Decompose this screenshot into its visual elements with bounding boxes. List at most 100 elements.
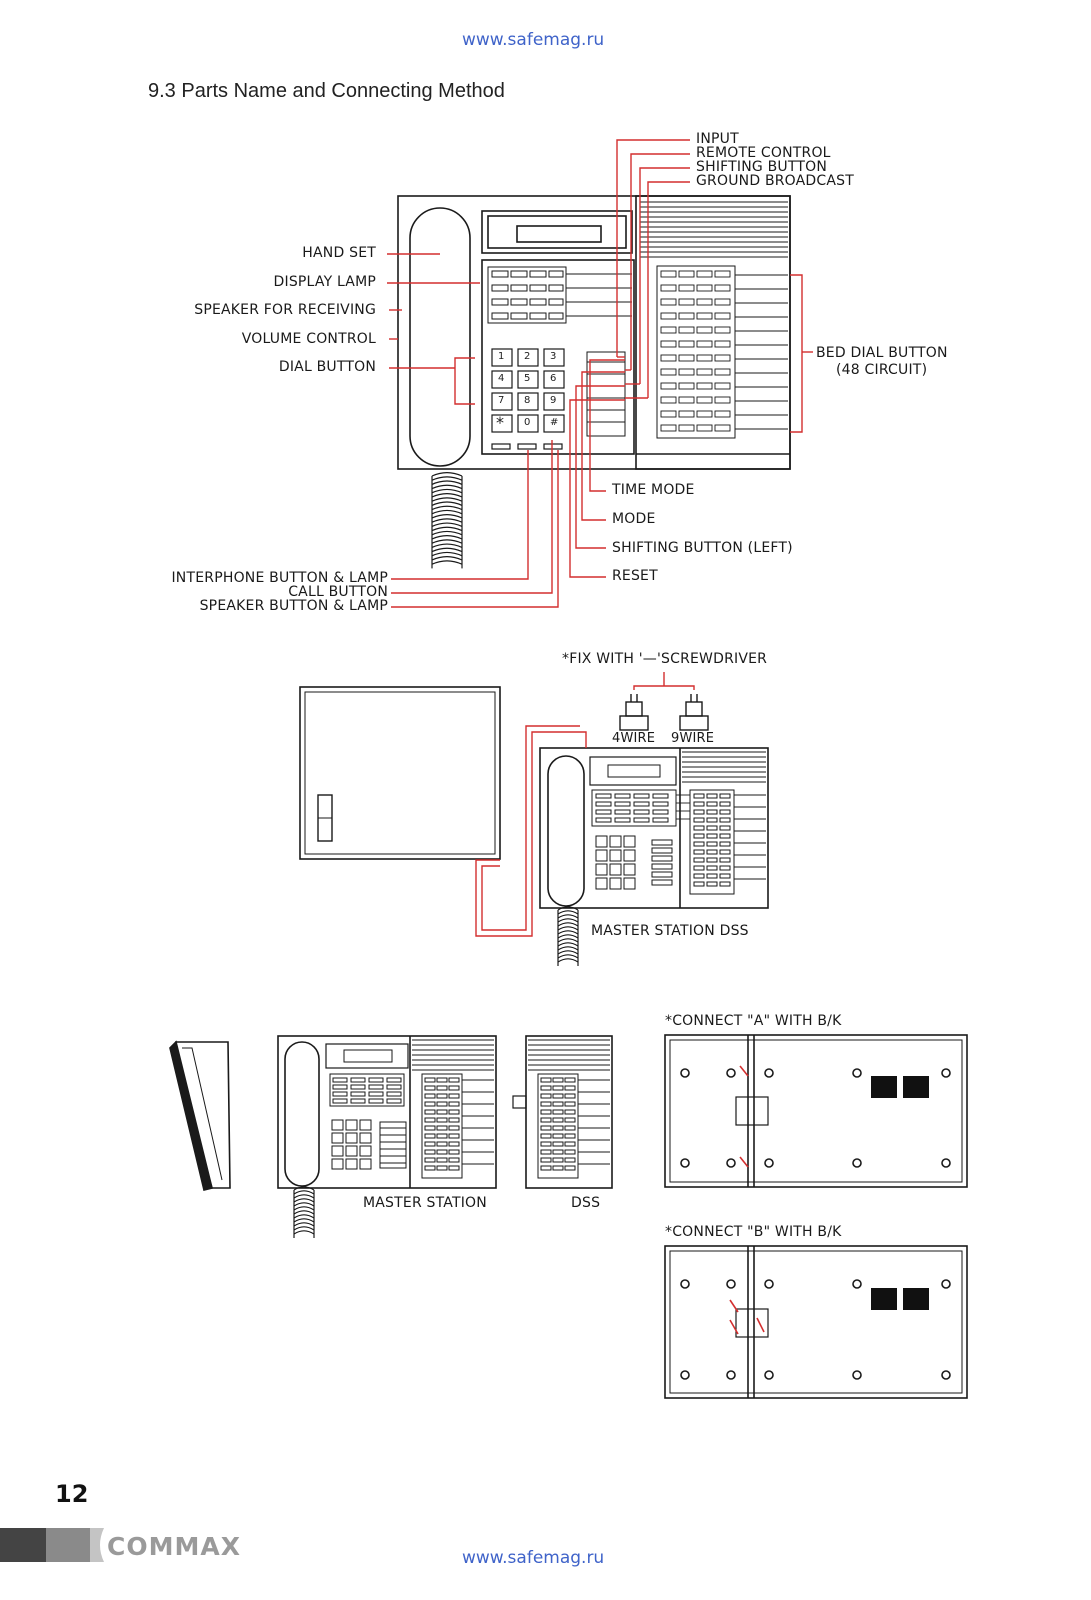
bed-dial-key	[714, 284, 731, 292]
bed-dial-key	[448, 1109, 460, 1115]
cord-coil	[557, 946, 579, 951]
footer-url[interactable]: www.safemag.ru	[462, 1548, 605, 1568]
display-lamp-key	[595, 793, 612, 799]
display-lamp-key	[332, 1077, 348, 1083]
bed-dial-key	[719, 793, 731, 799]
label-48-circuit: (48 CIRCUIT)	[836, 362, 928, 378]
bed-dial-key	[678, 340, 695, 348]
label-speaker-button: SPEAKER BUTTON & LAMP	[199, 598, 388, 614]
keypad-key	[359, 1145, 372, 1157]
function-key	[651, 839, 673, 846]
bed-dial-key	[564, 1125, 576, 1131]
keypad-key	[595, 877, 608, 890]
bed-dial-key	[552, 1117, 564, 1123]
bed-dial-key	[424, 1077, 436, 1083]
back-panel-a	[664, 1034, 968, 1188]
bed-dial-key	[693, 801, 705, 807]
cord-coil	[557, 958, 579, 963]
bed-dial-key	[719, 841, 731, 847]
cord-coil	[431, 476, 463, 481]
keypad-key	[609, 849, 622, 862]
bed-dial-key	[693, 809, 705, 815]
bed-dial-key	[448, 1141, 460, 1147]
display-lamp-key	[633, 809, 650, 815]
bed-dial-key	[693, 825, 705, 831]
display-lamp-key	[386, 1084, 402, 1090]
cord-coil	[431, 543, 463, 548]
bed-dial-key	[706, 793, 718, 799]
bed-dial-key	[706, 873, 718, 879]
function-key	[651, 863, 673, 870]
bed-dial-key	[448, 1077, 460, 1083]
bed-dial-key	[696, 382, 713, 390]
bed-dial-key	[540, 1149, 552, 1155]
cord-coil	[431, 501, 463, 506]
cord-coil	[431, 514, 463, 519]
bed-dial-key	[424, 1085, 436, 1091]
cord-coil	[293, 1186, 315, 1191]
bed-dial-key	[424, 1141, 436, 1147]
bed-dial-key	[436, 1117, 448, 1123]
display-lamp-key	[350, 1084, 366, 1090]
label-display-lamp: DISPLAY LAMP	[273, 274, 376, 290]
display-lamp-key	[614, 809, 631, 815]
keypad-key	[595, 849, 608, 862]
footer-bar-light	[90, 1528, 104, 1562]
bed-dial-key	[540, 1165, 552, 1171]
header-url[interactable]: www.safemag.ru	[462, 30, 605, 50]
label-interphone-button: INTERPHONE BUTTON & LAMP	[171, 570, 388, 586]
bed-dial-key	[678, 270, 695, 278]
keypad-key	[359, 1132, 372, 1144]
bed-dial-key	[436, 1109, 448, 1115]
cord-coil	[431, 535, 463, 540]
cord-coil	[431, 488, 463, 494]
bed-dial-key	[714, 424, 731, 432]
label-volume-control: VOLUME CONTROL	[241, 331, 376, 347]
keypad-key	[331, 1145, 344, 1157]
bed-dial-key	[706, 809, 718, 815]
cord-coil	[293, 1226, 315, 1231]
bed-dial-key	[696, 326, 713, 334]
bed-dial-key	[540, 1141, 552, 1147]
function-key	[651, 855, 673, 862]
bed-dial-key	[696, 354, 713, 362]
bed-dial-key	[552, 1141, 564, 1147]
bed-dial-key	[719, 873, 731, 879]
bed-dial-key	[424, 1109, 436, 1115]
handset-shape	[409, 207, 471, 467]
bed-dial-key	[540, 1109, 552, 1115]
bed-dial-key	[706, 881, 718, 887]
label-time-mode: TIME MODE	[612, 482, 695, 498]
keypad-key	[623, 877, 636, 890]
bed-dial-key	[436, 1157, 448, 1163]
bed-dial-key	[552, 1101, 564, 1107]
keypad-key	[595, 863, 608, 876]
display-lamp-key	[595, 809, 612, 815]
bed-dial-key	[678, 382, 695, 390]
cord-coil	[431, 493, 463, 498]
cord-coil	[431, 539, 463, 544]
bed-dial-key	[660, 368, 677, 376]
bed-dial-key	[714, 410, 731, 418]
bed-dial-key	[714, 326, 731, 334]
bed-dial-key	[564, 1109, 576, 1115]
bed-dial-key	[714, 382, 731, 390]
bed-dial-key	[552, 1077, 564, 1083]
bed-dial-key	[719, 849, 731, 855]
bed-dial-key	[696, 410, 713, 418]
display-lamp-key	[386, 1077, 402, 1083]
key-5: 5	[524, 373, 531, 384]
keypad-key	[609, 835, 622, 848]
bed-dial-key	[448, 1093, 460, 1099]
bed-dial-key	[678, 410, 695, 418]
cord-coil	[557, 910, 579, 915]
key-6: 6	[550, 373, 557, 384]
key-9: 9	[550, 395, 557, 406]
bed-dial-key	[693, 865, 705, 871]
bed-dial-key	[552, 1165, 564, 1171]
keypad-key	[331, 1132, 344, 1144]
bed-dial-key	[678, 368, 695, 376]
cord-coil	[293, 1230, 315, 1235]
cord-coil	[293, 1210, 315, 1215]
bed-dial-key	[706, 857, 718, 863]
